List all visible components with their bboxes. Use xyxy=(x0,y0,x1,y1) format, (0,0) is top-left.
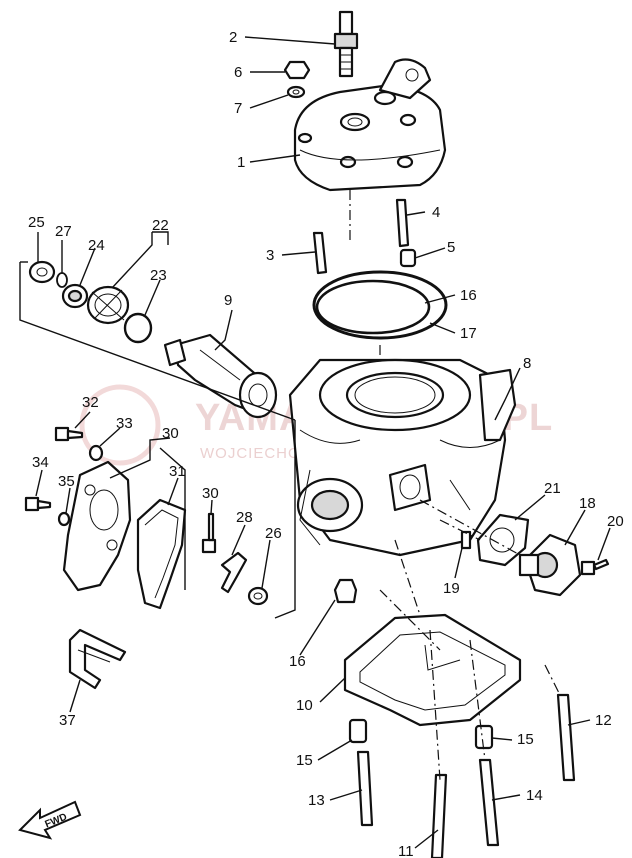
collar-27 xyxy=(247,586,269,606)
bolt-35 xyxy=(24,496,52,512)
assembly-lines xyxy=(349,190,561,781)
callout-label: 16 xyxy=(460,287,477,304)
callout-label: 34 xyxy=(32,454,49,471)
callout-label: 33 xyxy=(116,415,133,432)
callout-label: 12 xyxy=(595,712,612,729)
callout-label: 20 xyxy=(607,513,624,530)
callout-label: 26 xyxy=(265,525,282,542)
outlet-cover-19 xyxy=(518,533,582,597)
callout-label: 3 xyxy=(266,247,274,264)
head-gasket-17 xyxy=(312,270,448,340)
bolt-21 xyxy=(580,558,610,576)
cap-nut xyxy=(283,60,311,80)
fwd-arrow-icon: FWD xyxy=(18,800,82,840)
bearing-25 xyxy=(61,283,89,309)
fork-37 xyxy=(68,628,127,690)
stud-bolt-13 xyxy=(356,750,374,827)
spark-plug xyxy=(333,10,359,78)
stud-bolt-11 xyxy=(430,773,448,858)
cap-26 xyxy=(28,260,56,284)
callout-label: 31 xyxy=(169,463,186,480)
stud-bolt-14 xyxy=(478,758,500,847)
callout-label: 32 xyxy=(82,394,99,411)
impeller-23 xyxy=(86,285,130,325)
callout-label: 23 xyxy=(150,267,167,284)
head-gasket-18 xyxy=(315,279,431,335)
callout-label: 14 xyxy=(526,787,543,804)
bolt-30 xyxy=(201,512,217,554)
callout-label: 24 xyxy=(88,237,105,254)
stud-bolt-3 xyxy=(312,231,328,275)
callout-label: 2 xyxy=(229,29,237,46)
callout-label: 30 xyxy=(202,485,219,502)
dowel-15-left xyxy=(348,718,368,744)
watermark-logo-icon xyxy=(79,384,161,466)
callout-label: 5 xyxy=(447,239,455,256)
callout-label: 22 xyxy=(152,217,169,234)
dowel-pin-5 xyxy=(399,248,417,268)
dowel-15-right xyxy=(474,724,494,750)
stud-bolt-12 xyxy=(556,693,576,782)
exhaust-valve-assembly xyxy=(163,333,278,419)
callout-label: 11 xyxy=(398,843,414,858)
callout-label: 21 xyxy=(544,480,561,497)
callout-label: 8 xyxy=(523,355,531,372)
callout-label: 30 xyxy=(162,425,179,442)
washer xyxy=(286,85,306,99)
callout-label: 17 xyxy=(460,325,477,342)
callout-label: 16 xyxy=(289,653,306,670)
stud-bolt-4 xyxy=(395,198,410,248)
callout-label: 35 xyxy=(58,473,75,490)
clip-29 xyxy=(220,551,248,594)
callout-labels: 2 6 7 1 3 4 5 16 17 8 9 21 18 20 19 16 1… xyxy=(28,29,624,858)
callout-label: 25 xyxy=(28,214,45,231)
callout-label: 19 xyxy=(443,580,460,597)
base-gasket-10 xyxy=(343,613,522,727)
leader-lines xyxy=(35,36,611,849)
callout-label: 15 xyxy=(517,731,534,748)
washer-34 xyxy=(88,444,104,462)
callout-label: 6 xyxy=(234,64,242,81)
callout-label: 7 xyxy=(234,100,242,117)
bracket-lines xyxy=(19,261,296,619)
pin-20 xyxy=(460,530,472,550)
pump-housing-31 xyxy=(62,460,132,592)
callout-label: 4 xyxy=(432,204,440,221)
o-ring-24 xyxy=(123,312,153,344)
callout-label: 10 xyxy=(296,697,313,714)
callout-label: 15 xyxy=(296,752,313,769)
callout-label: 37 xyxy=(59,712,76,729)
o-ring-28 xyxy=(56,272,68,288)
bolt-33 xyxy=(54,426,84,442)
cylinder xyxy=(288,358,517,557)
callout-label: 27 xyxy=(55,223,72,240)
callout-label: 18 xyxy=(579,495,596,512)
cap-16 xyxy=(333,578,358,604)
callout-label: 28 xyxy=(236,509,253,526)
gasket-32 xyxy=(136,498,187,610)
cylinder-head xyxy=(293,58,447,192)
callout-label: 13 xyxy=(308,792,325,809)
callout-label: 9 xyxy=(224,292,232,309)
washer-36 xyxy=(57,511,71,527)
callout-label: 1 xyxy=(237,154,245,171)
